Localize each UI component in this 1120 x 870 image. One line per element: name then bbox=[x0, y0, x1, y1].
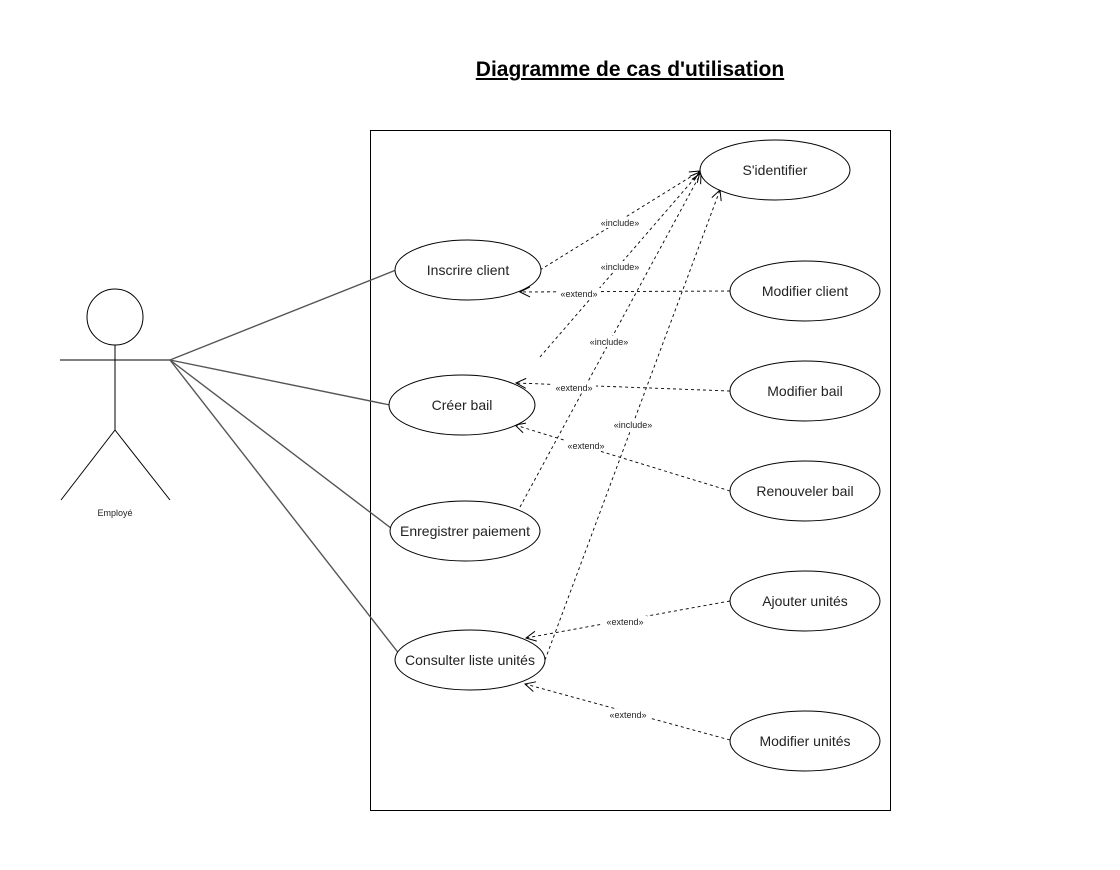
dependencies bbox=[515, 171, 731, 741]
use-case-renouveler-bail[interactable]: Renouveler bail bbox=[729, 460, 881, 522]
use-case-label: Inscrire client bbox=[427, 262, 510, 278]
include-paiement-label-bg bbox=[586, 336, 632, 347]
associations bbox=[169, 269, 401, 656]
use-case-modifier-bail[interactable]: Modifier bail bbox=[729, 360, 881, 422]
extend-modifier-client-label: «extend» bbox=[560, 289, 597, 299]
association-enregistrer-paiement[interactable] bbox=[169, 359, 401, 536]
use-case-label: Renouveler bail bbox=[756, 483, 853, 499]
extend-modifier-bail-label: «extend» bbox=[555, 383, 592, 393]
include-inscrire-label: «include» bbox=[601, 218, 640, 228]
use-case-shape bbox=[729, 360, 881, 422]
diagram-title: Diagramme de cas d'utilisation bbox=[475, 58, 785, 81]
use-case-enregistrer-paiement[interactable]: Enregistrer paiement bbox=[389, 500, 541, 562]
include-consulter-label-bg bbox=[610, 419, 656, 430]
association-creer-bail[interactable] bbox=[169, 359, 391, 406]
stereotype-labels: «include» «include» «include» «include» … bbox=[552, 217, 656, 720]
include-inscrire-client-line[interactable] bbox=[539, 171, 700, 271]
extend-renouveler-bail-label: «extend» bbox=[567, 441, 604, 451]
association-consulter-liste-unites[interactable] bbox=[169, 359, 401, 656]
include-inscrire-label-bg bbox=[597, 217, 643, 228]
use-case-shape bbox=[729, 460, 881, 522]
include-paiement-label: «include» bbox=[590, 337, 629, 347]
use-case-consulter-liste-unites[interactable]: Consulter liste unités bbox=[394, 629, 546, 691]
actor-employe[interactable]: Employé bbox=[60, 288, 171, 518]
association-inscrire-client[interactable] bbox=[169, 269, 397, 361]
use-case-shape bbox=[729, 710, 881, 772]
include-creer-label: «include» bbox=[601, 262, 640, 272]
extend-modifier-unites-label-bg bbox=[606, 709, 650, 720]
extend-renouveler-bail-line[interactable] bbox=[515, 425, 731, 492]
actor-head bbox=[86, 288, 144, 346]
extend-ajouter-unites-label: «extend» bbox=[606, 617, 643, 627]
use-case-shape bbox=[394, 629, 546, 691]
use-case-label: Ajouter unités bbox=[762, 593, 848, 609]
use-case-label: Consulter liste unités bbox=[405, 652, 535, 668]
use-case-creer-bail[interactable]: Créer bail bbox=[388, 374, 536, 436]
extend-modifier-bail-label-bg bbox=[552, 382, 596, 393]
extend-modifier-unites-label: «extend» bbox=[609, 710, 646, 720]
use-case-label: Enregistrer paiement bbox=[400, 523, 530, 539]
use-case-shape bbox=[729, 260, 881, 322]
extend-modifier-client-label-bg bbox=[557, 288, 601, 299]
use-case-label: Modifier client bbox=[762, 283, 848, 299]
include-creer-label-bg bbox=[597, 261, 643, 272]
use-case-shape bbox=[388, 374, 536, 436]
use-case-shape bbox=[394, 239, 542, 301]
extend-renouveler-bail-label-bg bbox=[564, 440, 608, 451]
actor-right-leg bbox=[114, 429, 171, 501]
use-case-modifier-client[interactable]: Modifier client bbox=[729, 260, 881, 322]
use-case-inscrire-client[interactable]: Inscrire client bbox=[394, 239, 542, 301]
use-case-shape bbox=[389, 500, 541, 562]
use-case-modifier-unites[interactable]: Modifier unités bbox=[729, 710, 881, 772]
use-case-shape bbox=[699, 139, 851, 201]
actor-label: Employé bbox=[97, 508, 132, 518]
use-case-label: S'identifier bbox=[743, 162, 808, 178]
use-case-ajouter-unites[interactable]: Ajouter unités bbox=[729, 570, 881, 632]
include-consulter-label: «include» bbox=[614, 420, 653, 430]
use-case-label: Modifier bail bbox=[767, 383, 842, 399]
system-boundary bbox=[370, 130, 891, 811]
actor-left-leg bbox=[60, 429, 116, 501]
extend-ajouter-unites-label-bg bbox=[603, 616, 647, 627]
extend-modifier-client-line[interactable] bbox=[520, 291, 731, 292]
use-case-shape bbox=[729, 570, 881, 632]
use-case-sidentifier[interactable]: S'identifier bbox=[699, 139, 851, 201]
use-case-label: Modifier unités bbox=[759, 733, 850, 749]
extend-modifier-bail-line[interactable] bbox=[516, 383, 731, 392]
use-case-label: Créer bail bbox=[432, 397, 493, 413]
